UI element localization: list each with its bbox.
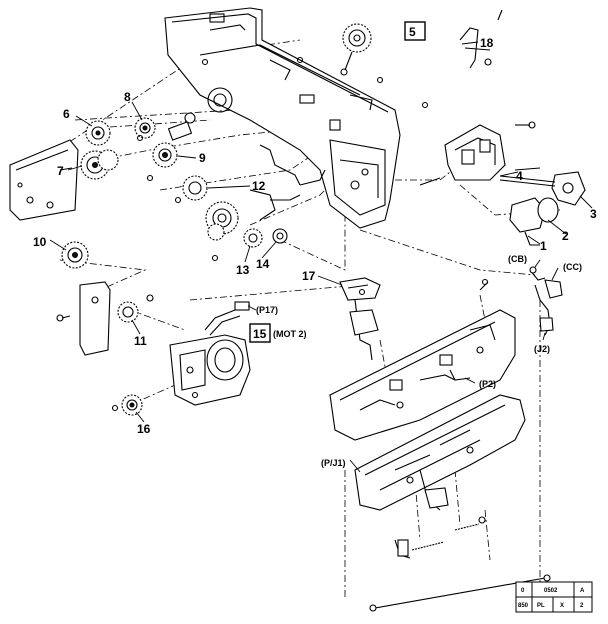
callout-14: 14 bbox=[256, 257, 270, 271]
gear-13 bbox=[243, 228, 263, 248]
part-1 bbox=[524, 231, 540, 246]
title-block: 0 0502 A 850 PL X 2 bbox=[515, 581, 593, 613]
main-frame bbox=[164, 7, 401, 229]
label-cb: (CB) bbox=[508, 254, 527, 264]
label-pj1: (P/J1) bbox=[321, 458, 346, 468]
callout-3: 3 bbox=[590, 207, 597, 221]
gear-6 bbox=[85, 120, 111, 146]
title-block-r2c2: PL bbox=[537, 603, 545, 609]
callout-18: 18 bbox=[480, 36, 494, 50]
gear-7 bbox=[80, 149, 119, 180]
callout-box-5 bbox=[404, 21, 426, 41]
motor-15 bbox=[169, 301, 251, 406]
title-block-r1c3: A bbox=[580, 588, 585, 594]
harness-cb-cc bbox=[529, 266, 563, 336]
left-side-bracket bbox=[9, 139, 79, 221]
leader-lines bbox=[49, 41, 593, 473]
callout-11: 11 bbox=[134, 334, 147, 348]
part-4 bbox=[499, 175, 556, 187]
screws bbox=[136, 56, 429, 262]
label-p17: (P17) bbox=[256, 305, 278, 315]
gear-8 bbox=[134, 117, 156, 139]
callout-5: 5 bbox=[409, 25, 416, 39]
gear-10 bbox=[61, 241, 89, 269]
part-17 bbox=[339, 277, 381, 361]
gear-9 bbox=[152, 112, 196, 168]
gear-5 bbox=[340, 23, 372, 76]
label-cc: (CC) bbox=[563, 262, 582, 272]
bottom-springs bbox=[394, 516, 486, 559]
callout-1: 1 bbox=[540, 239, 547, 253]
gear-11 bbox=[117, 294, 154, 323]
callout-8: 8 bbox=[124, 90, 131, 104]
callout-15: 15 bbox=[253, 327, 267, 341]
label-p2: (P2) bbox=[479, 379, 496, 389]
part-18 bbox=[459, 9, 503, 69]
callout-4: 4 bbox=[516, 169, 523, 183]
callout-box-15 bbox=[249, 323, 271, 343]
callout-7: 7 bbox=[57, 164, 64, 178]
gear-16 bbox=[111, 394, 143, 416]
bracket-10 bbox=[56, 281, 111, 356]
lower-frame bbox=[329, 278, 516, 441]
label-mot2: (MOT 2) bbox=[273, 329, 307, 339]
gear-12 bbox=[182, 175, 239, 241]
part-14 bbox=[272, 228, 288, 244]
callout-17: 17 bbox=[302, 269, 316, 283]
callout-2: 2 bbox=[562, 229, 569, 243]
wire-harness-upper bbox=[249, 144, 326, 221]
title-block-r1c2: 0502 bbox=[544, 588, 558, 594]
callout-6: 6 bbox=[63, 107, 70, 121]
callout-16: 16 bbox=[137, 422, 151, 436]
callout-9: 9 bbox=[199, 151, 206, 165]
title-block-r2c4: 2 bbox=[580, 603, 584, 609]
callout-labels: 5 18 6 8 7 9 12 4 3 2 1 10 13 14 17 11 1… bbox=[33, 21, 597, 468]
callout-12: 12 bbox=[252, 179, 266, 193]
part-3 bbox=[551, 171, 586, 206]
callout-10: 10 bbox=[33, 235, 47, 249]
title-block-r2c3: X bbox=[560, 603, 564, 609]
right-assembly bbox=[419, 121, 541, 186]
title-block-r1c1: 0 bbox=[521, 588, 525, 594]
part-2 bbox=[509, 197, 559, 233]
callout-13: 13 bbox=[236, 263, 250, 277]
base-plate bbox=[354, 394, 526, 511]
title-block-r2c1: 850 bbox=[518, 603, 529, 609]
label-j2: (J2) bbox=[534, 344, 550, 354]
